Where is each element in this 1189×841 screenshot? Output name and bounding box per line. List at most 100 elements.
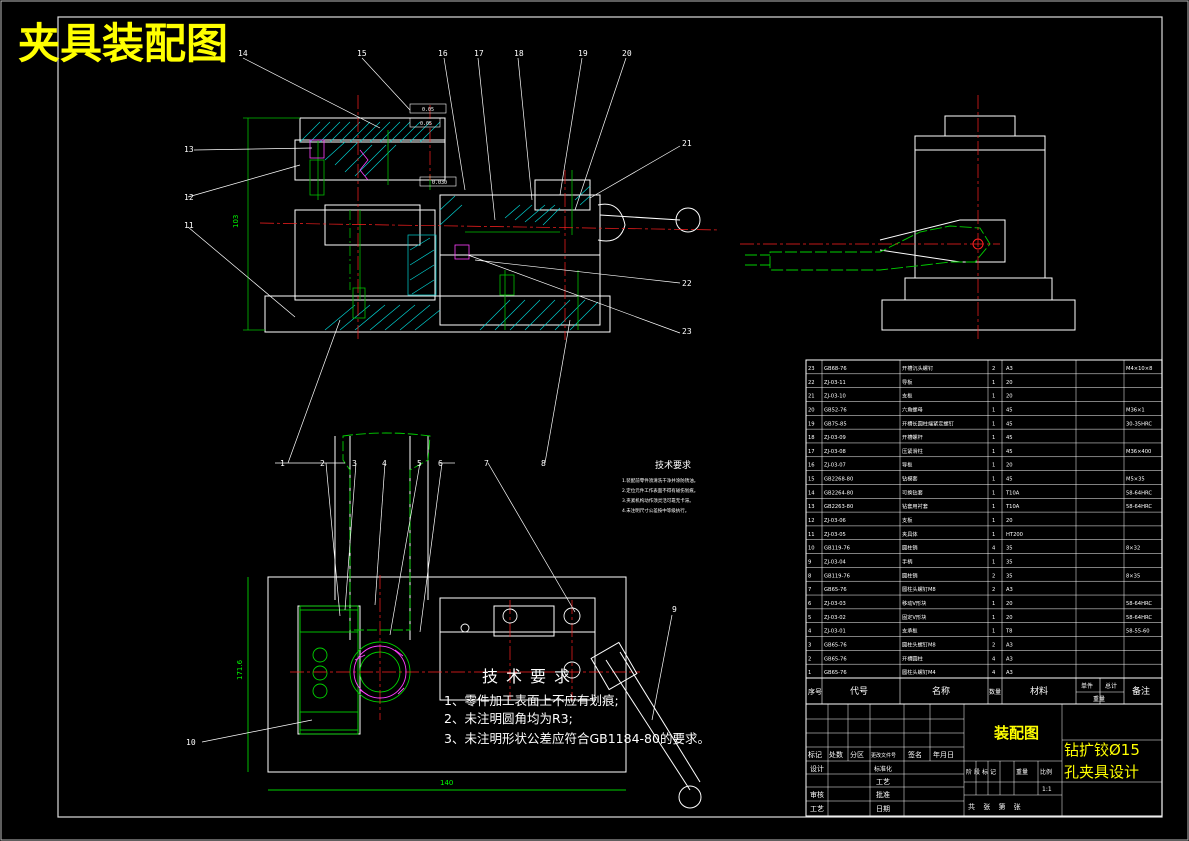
tb-weight: 重量 [1016,768,1028,776]
parts-cell: 20 [1006,394,1013,400]
top-view-green [247,432,626,791]
parts-cell: 2 [992,642,995,648]
top-view-holes [460,607,581,679]
parts-cell: 35 [1006,573,1013,579]
parts-cell: 1 [992,601,995,607]
parts-cell: 压紧滑柱 [902,447,923,455]
parts-cell: 2 [808,656,811,662]
tolerance-frames [409,103,457,187]
tb-stage: 阶段标记 [966,768,998,776]
balloon-20: 20 [622,49,632,58]
front-view-hatching [299,121,599,331]
parts-cell: 35 [1006,560,1013,566]
parts-cell: 5 [808,615,811,621]
balloon-8: 8 [541,459,546,468]
tb-sheet: 共 张 第 张 [968,802,1024,811]
parts-cell: 1 [992,477,995,483]
tb-project-line1: 钻扩铰Ø15 [1064,741,1140,759]
balloon-3: 3 [352,459,357,468]
parts-cell: 18 [808,435,815,441]
parts-cell: 45 [1006,449,1013,455]
parts-cell: GB52-76 [824,407,847,413]
balloon-labels: 15 16 17 18 19 20 14 13 12 11 21 22 23 1… [184,49,692,747]
tb-approve: 批准 [876,790,890,799]
parts-cell: ZJ-03-11 [824,380,846,386]
parts-cell: M5×35 [1126,477,1145,483]
tol-frame-2: 0.030 [432,180,447,186]
parts-cell: 45 [1006,421,1013,427]
parts-cell: M36×400 [1126,449,1151,455]
parts-cell: 钻套用衬套 [902,502,929,510]
parts-cell: 支板 [902,392,913,400]
side-view [879,115,1076,331]
parts-cell: 45 [1006,477,1013,483]
tb-check: 审核 [810,790,824,799]
parts-cell: GB119-76 [824,546,850,552]
parts-cell: 圆柱销 [902,571,918,579]
tb-label-count: 处数 [829,750,843,759]
tol-frame-1: 0.05 [422,107,434,113]
parts-cell: 12 [808,518,815,524]
parts-cell: M36×1 [1126,407,1145,413]
parts-cell: 固定V形块 [902,613,927,621]
balloon-16: 16 [438,49,448,58]
balloon-7: 7 [484,459,489,468]
parts-cell: ZJ-03-03 [824,601,846,607]
parts-cell: 1 [992,421,995,427]
parts-cell: 6 [808,601,811,607]
side-view-hole [972,238,984,250]
parts-cell: 1 [992,532,995,538]
balloon-17: 17 [474,49,484,58]
parts-cell: 15 [808,477,815,483]
dim-width-label: 140 [440,779,453,787]
parts-cell: 手柄 [902,558,912,566]
svg-text:3、未注明形状公差应符合GB1184-80的要求。: 3、未注明形状公差应符合GB1184-80的要求。 [444,731,710,746]
balloon-19: 19 [578,49,588,58]
parts-cell: 1 [992,518,995,524]
tb-scale-value: 1:1 [1042,786,1052,793]
balloon-9: 9 [672,605,677,614]
parts-cell: 开槽长圆柱端紧定螺钉 [902,419,954,427]
parts-cell: 11 [808,532,815,538]
tb-scale: 比例 [1040,768,1052,776]
parts-cell: 58-64HRC [1126,490,1152,496]
parts-cell: 4 [992,546,996,552]
parts-cell: 1 [992,629,995,635]
parts-cell: 7 [808,587,811,593]
parts-header-remark: 备注 [1132,685,1150,697]
svg-text:1、零件加工表面上不应有划痕;: 1、零件加工表面上不应有划痕; [444,693,619,708]
parts-cell: ZJ-03-04 [824,560,847,566]
balloon-5: 5 [417,459,422,468]
parts-cell: 支承板 [902,627,918,635]
balloon-23: 23 [682,327,692,336]
tb-label-zone: 分区 [850,750,864,759]
parts-cell: 45 [1006,407,1013,413]
parts-header-weight: 重量 [1093,695,1105,703]
balloon-12: 12 [184,193,194,202]
parts-cell: 1 [992,504,995,510]
parts-cell: 圆柱头螺钉M8 [902,640,936,648]
balloon-22: 22 [682,279,692,288]
balloon-15: 15 [357,49,367,58]
tb-label-sign: 签名 [908,750,922,759]
balloon-1: 1 [280,459,285,468]
dim-side-label: 171.6 [236,659,244,680]
parts-cell: 1 [992,380,995,386]
parts-cell: 20 [1006,518,1013,524]
parts-cell: 开槽圆柱 [902,654,923,662]
parts-cell: GB2268-80 [824,477,853,483]
parts-cell: 1 [992,560,995,566]
dim-height-label: 103 [232,215,240,228]
balloon-18: 18 [514,49,524,58]
parts-cell: 4 [992,670,996,676]
tb-label-change: 更改文件号 [871,752,896,759]
parts-cell: 58-64HRC [1126,615,1152,621]
parts-cell: A3 [1006,642,1013,648]
parts-cell: 1 [992,407,995,413]
parts-cell: ZJ-03-01 [824,629,846,635]
parts-header-seq: 序号 [808,687,822,696]
parts-cell: GB119-76 [824,573,850,579]
